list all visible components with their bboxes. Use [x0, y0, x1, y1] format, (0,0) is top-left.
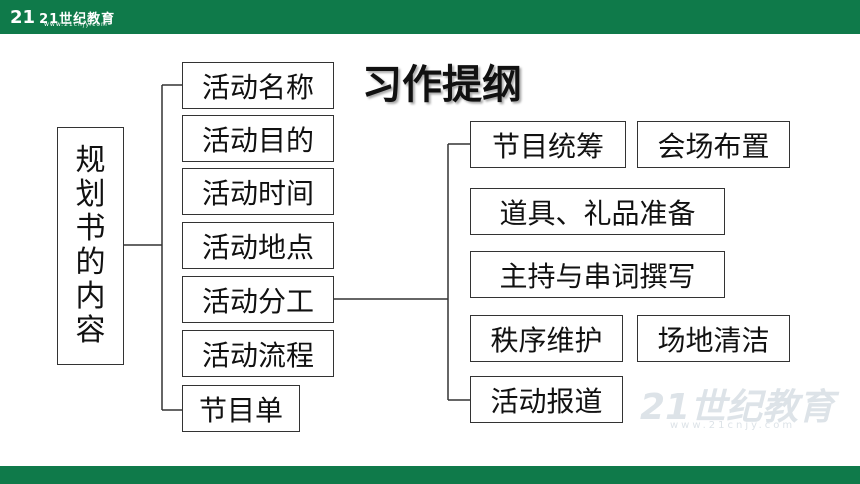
item-box-activity-division: 活动分工 — [182, 276, 334, 323]
logo-name: 21世纪教育 — [39, 11, 116, 27]
task-box-host-script: 主持与串词撰写 — [470, 251, 725, 298]
watermark-logo: 21世纪教育 — [640, 387, 835, 428]
item-box-activity-process: 活动流程 — [182, 330, 334, 377]
task-box-site-cleaning: 场地清洁 — [637, 315, 790, 362]
logo-url: www.21cnjy.com — [44, 21, 108, 28]
brand-logo: 21 21世纪教育 www.21cnjy.com — [10, 4, 115, 30]
root-char: 内 — [75, 279, 106, 314]
item-box-activity-time: 活动时间 — [182, 168, 334, 215]
task-box-order-maintenance: 秩序维护 — [470, 315, 623, 362]
task-box-props-gifts: 道具、礼品准备 — [470, 188, 725, 235]
root-char: 容 — [75, 313, 106, 348]
task-box-venue-setup: 会场布置 — [637, 121, 790, 168]
item-box-activity-location: 活动地点 — [182, 222, 334, 269]
task-box-activity-report: 活动报道 — [470, 376, 623, 423]
root-char: 规 — [75, 143, 106, 178]
item-box-program-list: 节目单 — [182, 385, 300, 432]
logo-mark: 21 — [10, 6, 36, 28]
top-header-bar: 21 21世纪教育 www.21cnjy.com — [0, 0, 860, 34]
root-char: 的 — [75, 245, 106, 280]
root-box: 规 划 书 的 内 容 — [57, 127, 124, 365]
item-box-activity-name: 活动名称 — [182, 62, 334, 109]
item-box-activity-purpose: 活动目的 — [182, 115, 334, 162]
task-box-program-coordination: 节目统筹 — [470, 121, 626, 168]
root-char: 书 — [75, 211, 106, 246]
watermark-url: www.21cnjy.com — [670, 420, 796, 431]
root-char: 划 — [75, 177, 106, 212]
page-title: 习作提纲 — [362, 62, 522, 108]
bottom-footer-bar — [0, 466, 860, 484]
